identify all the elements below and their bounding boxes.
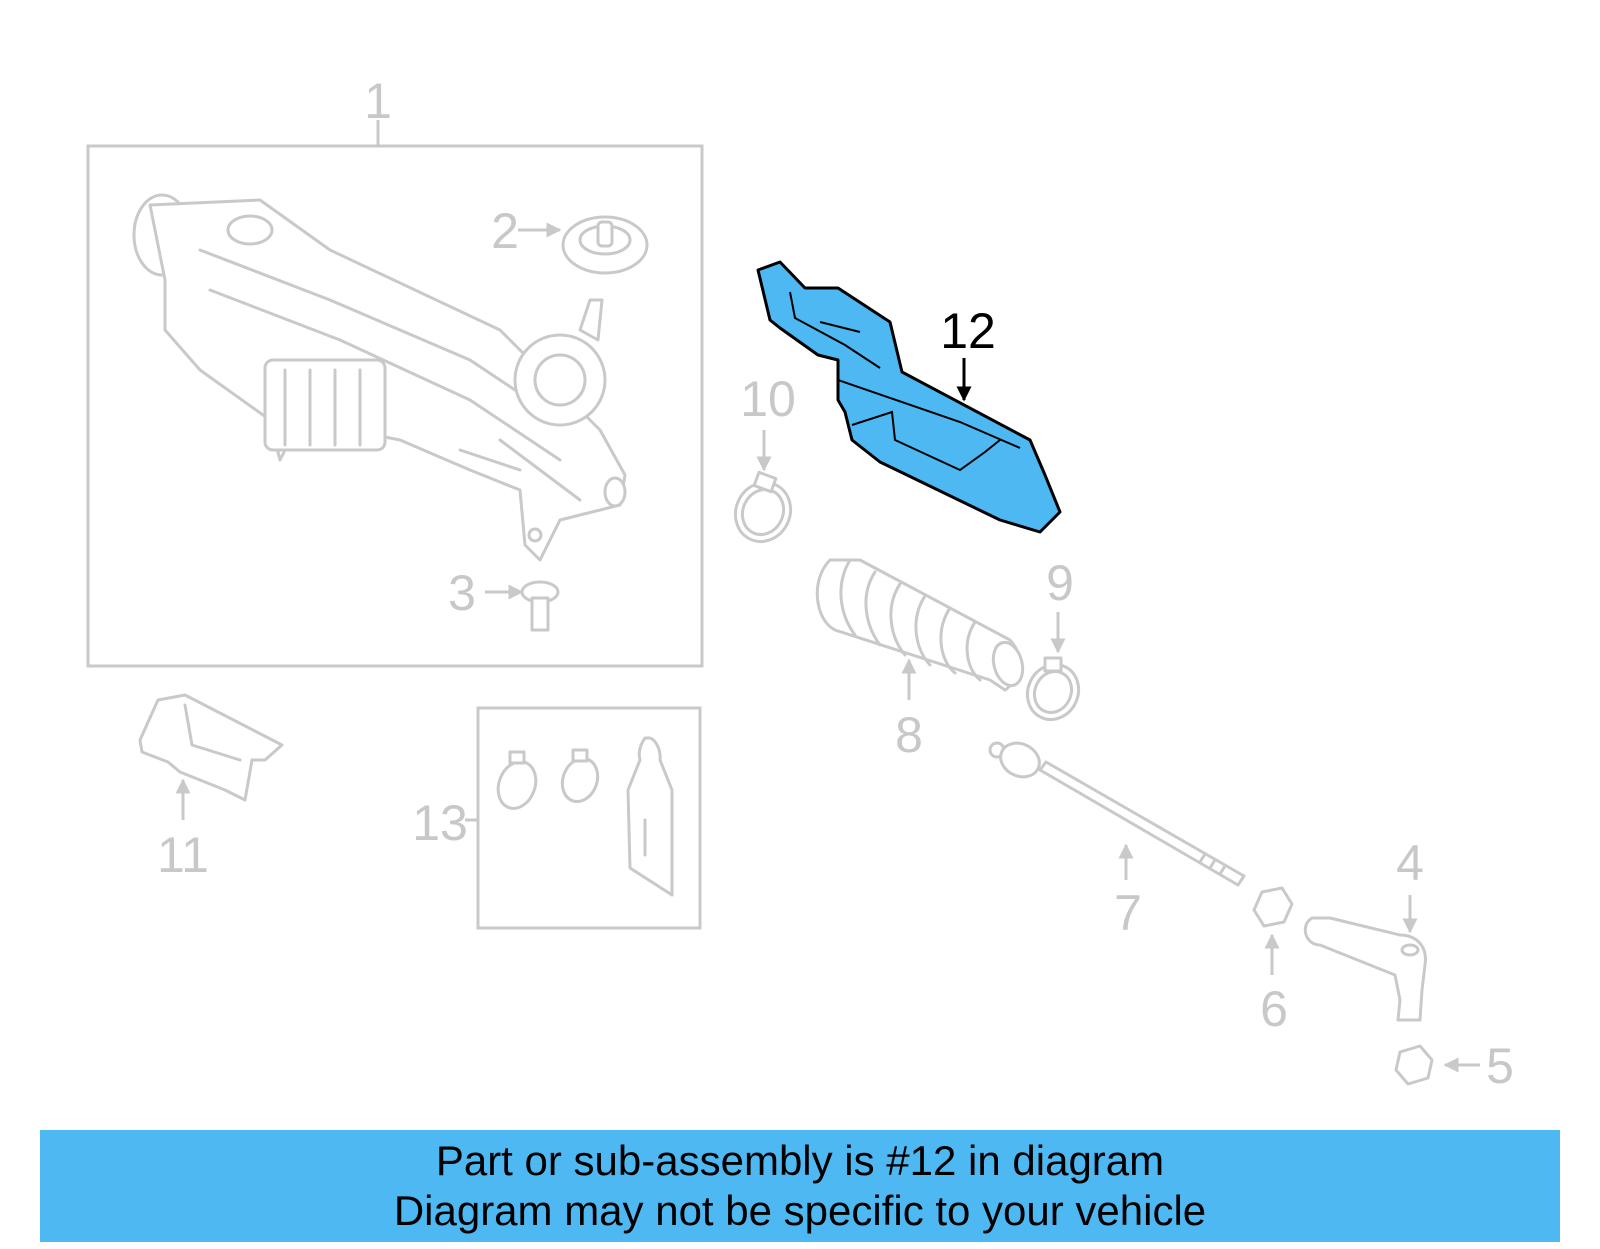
steering-gear-assembly-group: 1 2 3 [86, 73, 704, 668]
part-9-clamp: 9 [1025, 555, 1081, 721]
banner-line-2: Diagram may not be specific to your vehi… [393, 1187, 1207, 1234]
part-10-clamp: 10 [733, 371, 796, 543]
part-5-nut: 5 [1394, 1038, 1514, 1094]
kit-frame [476, 706, 702, 930]
part-3-bolt: 3 [448, 565, 560, 632]
callout-4[interactable]: 4 [1396, 835, 1424, 891]
callout-7[interactable]: 7 [1114, 885, 1142, 941]
heat-shield-highlight[interactable] [756, 260, 1062, 534]
callout-8[interactable]: 8 [895, 707, 923, 763]
part-6-nut: 6 [1252, 886, 1294, 1037]
callout-5[interactable]: 5 [1486, 1038, 1514, 1094]
part-13-boot-kit: 13 [412, 706, 702, 930]
callout-2[interactable]: 2 [491, 203, 519, 259]
part-7-inner-tie-rod: 7 [988, 741, 1246, 941]
callout-6[interactable]: 6 [1260, 981, 1288, 1037]
callout-13[interactable]: 13 [412, 795, 468, 851]
part-12-heat-shield[interactable]: 12 [756, 260, 1062, 534]
part-8-boot: 8 [815, 558, 1025, 763]
banner-line-1: Part or sub-assembly is #12 in diagram [435, 1137, 1165, 1184]
part-11-shield: 11 [138, 693, 284, 883]
callout-12[interactable]: 12 [940, 303, 996, 359]
part-4-tie-rod-end: 4 [1303, 835, 1427, 1022]
callout-11[interactable]: 11 [157, 827, 209, 883]
part-2-mount: 2 [491, 203, 649, 275]
callout-10[interactable]: 10 [740, 371, 796, 427]
assembly-frame [86, 144, 704, 668]
info-banner: Part or sub-assembly is #12 in diagram D… [40, 1130, 1560, 1242]
callout-1[interactable]: 1 [364, 73, 392, 129]
callout-9[interactable]: 9 [1046, 555, 1074, 611]
callout-3[interactable]: 3 [448, 565, 476, 621]
steering-rack-drawing [132, 193, 627, 562]
